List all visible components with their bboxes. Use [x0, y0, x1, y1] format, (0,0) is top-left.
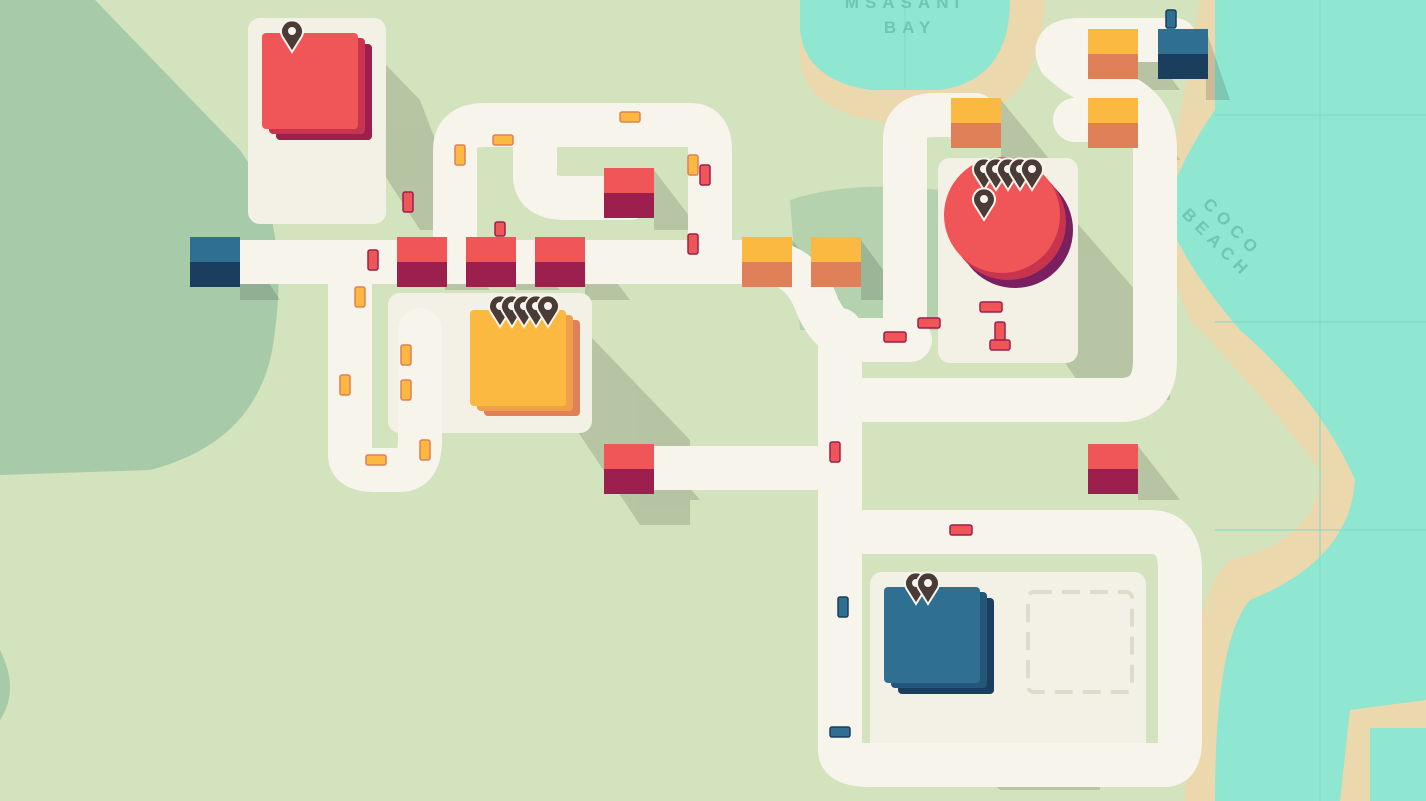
- car: [619, 111, 641, 123]
- car: [829, 726, 851, 738]
- car: [917, 317, 941, 329]
- house-red[interactable]: [466, 237, 516, 287]
- house-blue[interactable]: [190, 237, 240, 287]
- location-pin-icon: [972, 187, 996, 222]
- car: [699, 164, 711, 186]
- house-red[interactable]: [604, 444, 654, 494]
- car: [365, 454, 387, 466]
- location-pin-icon: [280, 19, 304, 54]
- car: [367, 249, 379, 271]
- car: [989, 339, 1011, 351]
- location-pin-icon: [916, 571, 940, 606]
- car: [994, 321, 1006, 343]
- ocean: [1165, 0, 1426, 801]
- car: [837, 596, 849, 618]
- destination-blue-square[interactable]: [884, 587, 994, 694]
- water-label: MSASANI: [845, 0, 965, 12]
- house-red[interactable]: [1088, 444, 1138, 494]
- water: [1370, 728, 1426, 801]
- location-pin-icon: [536, 294, 560, 329]
- house-yellow[interactable]: [811, 237, 861, 287]
- car: [829, 441, 841, 463]
- car: [494, 221, 506, 237]
- forest-area: [0, 0, 279, 475]
- house-yellow[interactable]: [742, 237, 792, 287]
- car: [339, 374, 351, 396]
- house-yellow[interactable]: [1088, 29, 1138, 79]
- house-red[interactable]: [535, 237, 585, 287]
- car: [687, 154, 699, 176]
- house-red[interactable]: [397, 237, 447, 287]
- car: [1165, 9, 1177, 29]
- water-label: BAY: [884, 18, 936, 37]
- destination-yellow-square[interactable]: [470, 310, 580, 416]
- location-pin-icon: [1020, 157, 1044, 192]
- car: [979, 301, 1003, 313]
- parking-area: [1026, 590, 1134, 694]
- destination-red-square[interactable]: [262, 33, 372, 140]
- house-yellow[interactable]: [1088, 98, 1138, 148]
- house-yellow[interactable]: [951, 98, 1001, 148]
- car: [400, 379, 412, 401]
- car: [949, 524, 973, 536]
- forest-area: [0, 650, 10, 720]
- car: [354, 286, 366, 308]
- car: [454, 144, 466, 166]
- house-blue[interactable]: [1158, 29, 1208, 79]
- car: [687, 233, 699, 255]
- car: [419, 439, 431, 461]
- house-red[interactable]: [604, 168, 654, 218]
- car: [492, 134, 514, 146]
- car: [400, 344, 412, 366]
- car: [402, 191, 414, 213]
- car: [883, 331, 907, 343]
